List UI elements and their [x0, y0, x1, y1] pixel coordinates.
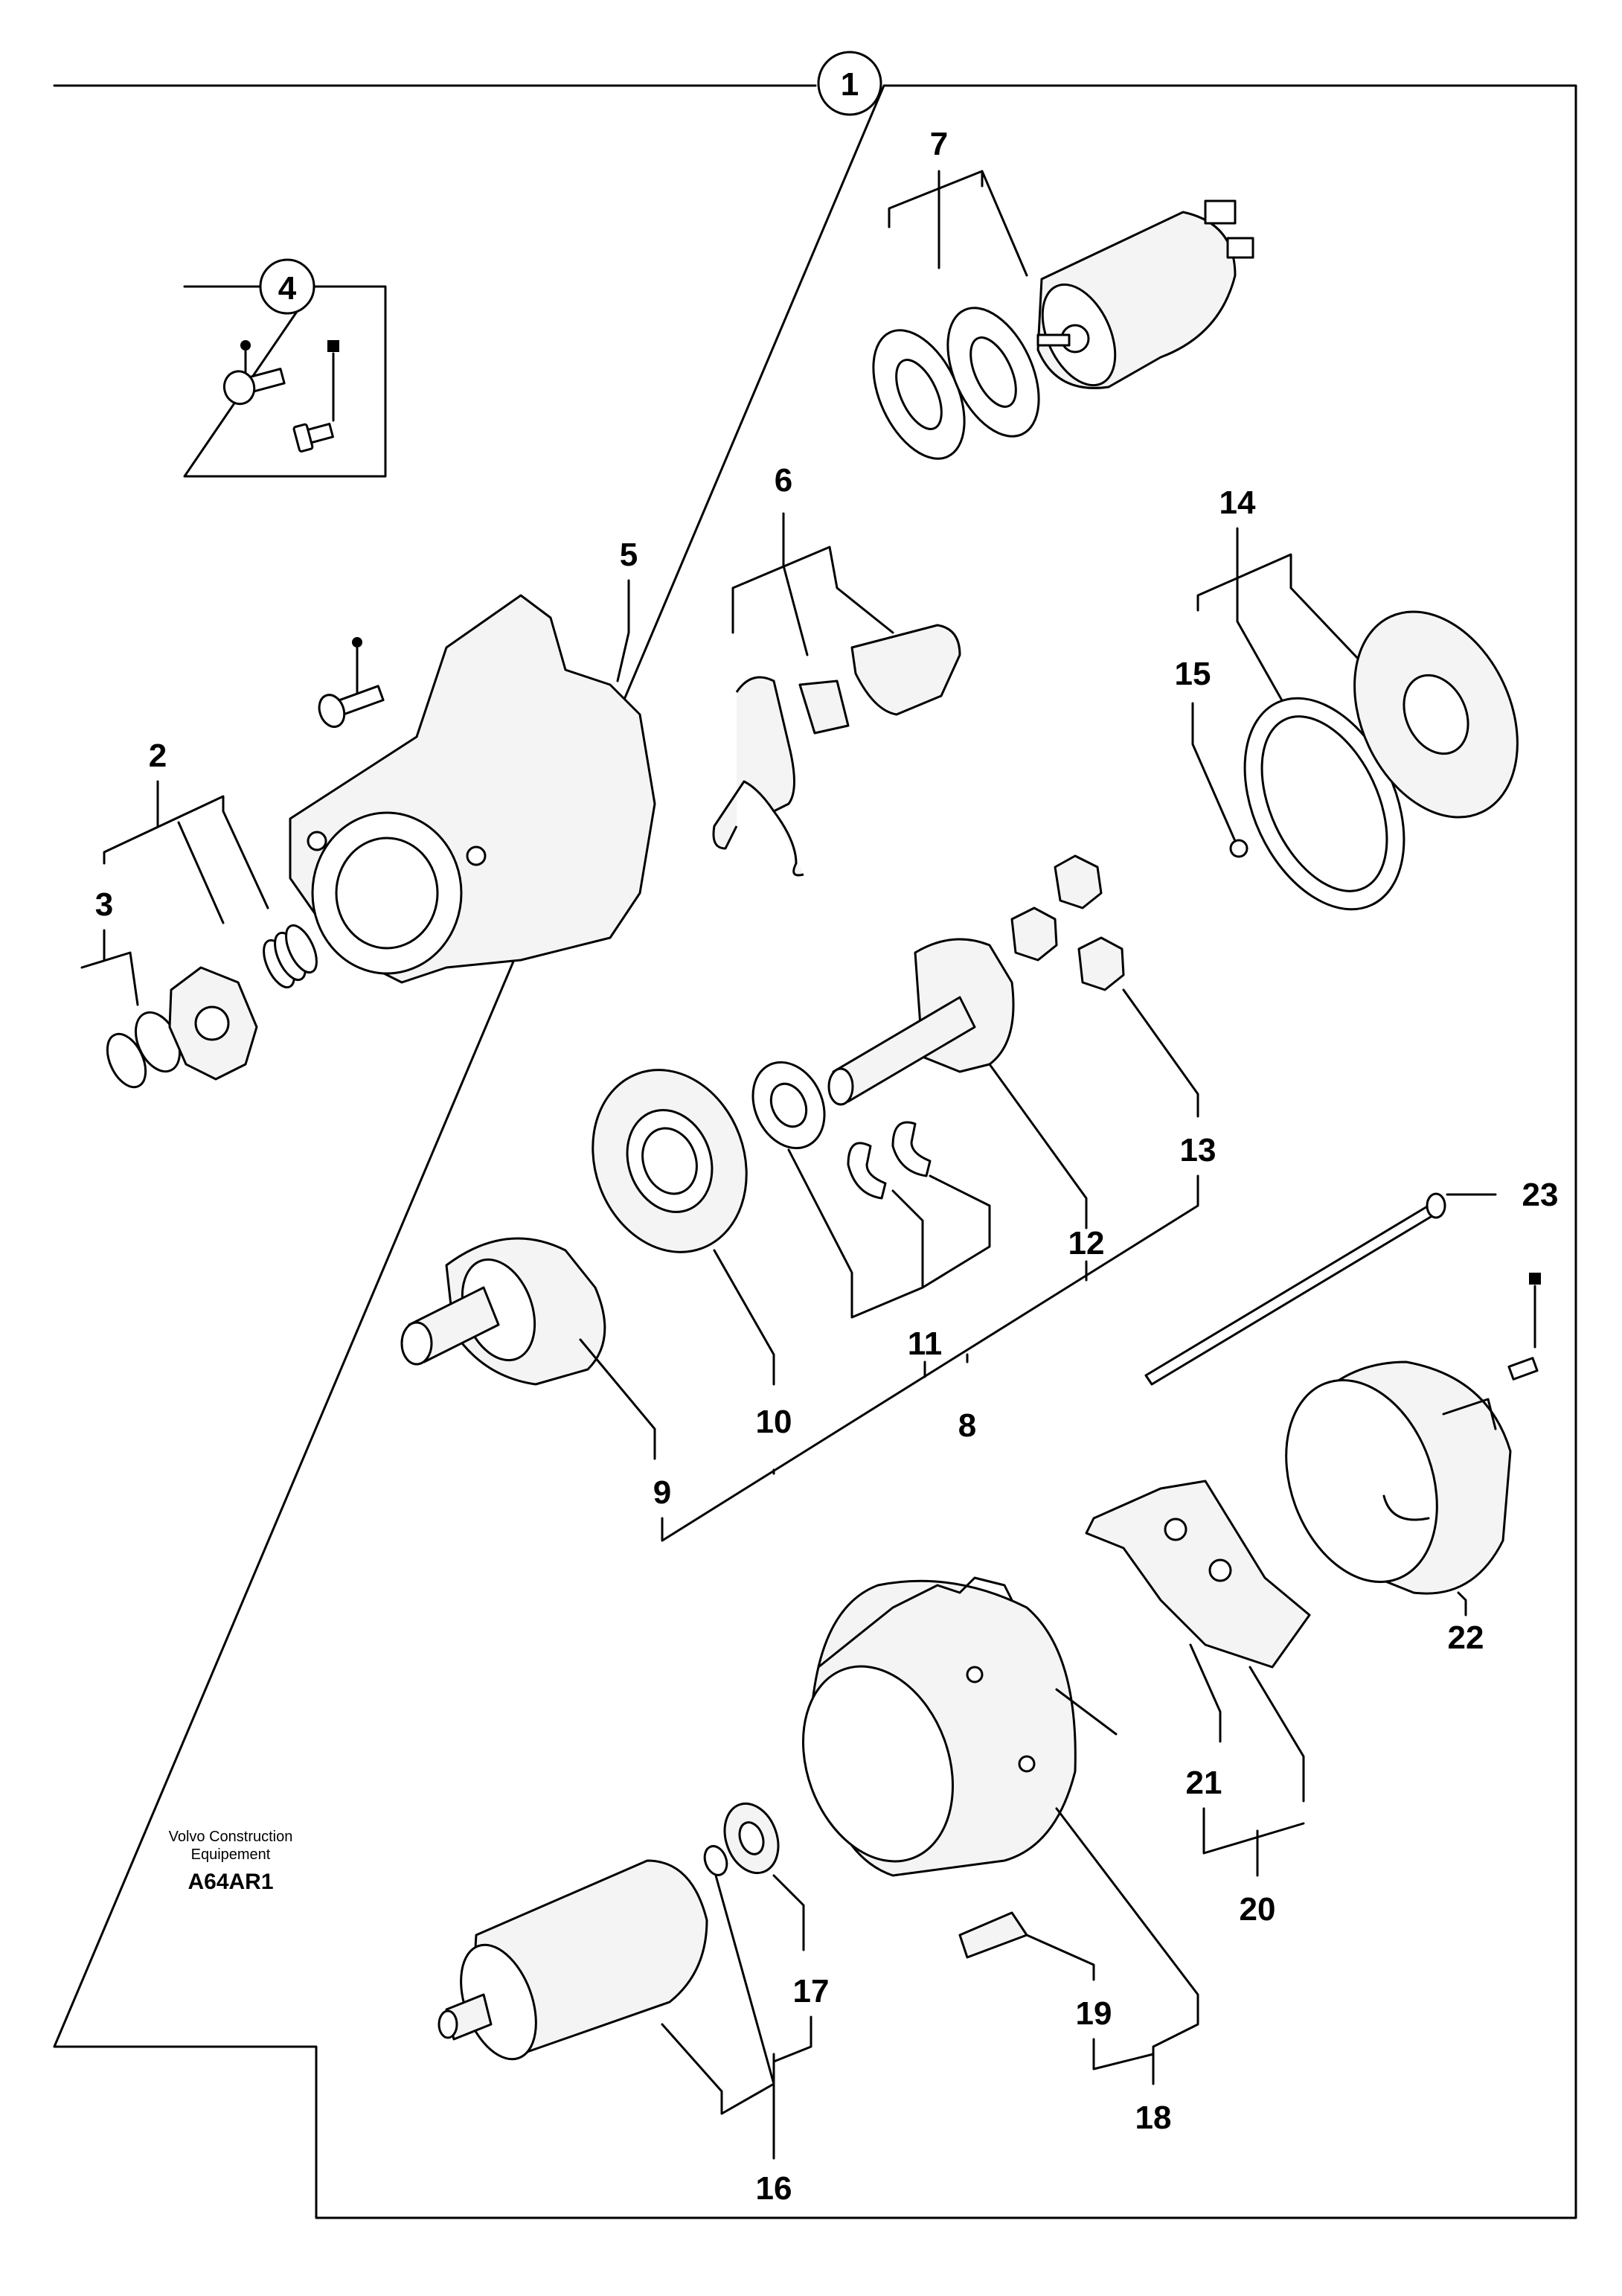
part-10-clutch-housing: 10: [592, 1069, 792, 1440]
svg-text:21: 21: [1186, 1765, 1222, 1801]
fastener-kit-box: 4: [183, 258, 387, 478]
part-12-planet-carrier: 12: [827, 938, 1105, 1261]
svg-text:11: 11: [908, 1326, 943, 1362]
svg-text:22: 22: [1448, 1619, 1484, 1656]
brand-text: Volvo Construction Equipement: [141, 1828, 320, 1864]
svg-text:3: 3: [95, 886, 113, 923]
part-20-21-brush-holder: 21 20: [1085, 1480, 1311, 1928]
svg-text:1: 1: [841, 66, 859, 103]
svg-text:18: 18: [1135, 2100, 1172, 2136]
part-11-clips-washer: 11: [751, 1061, 991, 1362]
svg-text:16: 16: [756, 2170, 792, 2207]
svg-text:17: 17: [793, 1973, 830, 2009]
part-7-solenoid-group: 7: [872, 126, 1254, 460]
svg-text:20: 20: [1240, 1891, 1276, 1928]
svg-text:23: 23: [1522, 1177, 1559, 1213]
drawing-code: A64AR1: [187, 1870, 274, 1894]
part-18-yoke: 18: [801, 1576, 1199, 2136]
svg-text:19: 19: [1076, 1995, 1112, 2032]
part-2-3-pinion-group: 2 3: [80, 738, 318, 1089]
svg-text:15: 15: [1175, 656, 1211, 692]
part-9-pinion-shaft: 9: [400, 1237, 671, 1511]
flange-bolt-part: [292, 423, 334, 453]
svg-text:13: 13: [1180, 1132, 1216, 1168]
end-cover-bolt: [1507, 1273, 1541, 1381]
svg-text:4: 4: [278, 270, 297, 307]
svg-text:12: 12: [1068, 1225, 1105, 1261]
part-13-planetary-gears: 13: [1010, 854, 1216, 1168]
svg-text:6: 6: [775, 462, 792, 499]
screw-part: [222, 368, 286, 406]
part-5-front-housing: 5: [289, 537, 656, 984]
part-8-bracket: 8: [661, 1174, 1199, 1542]
part-22-end-cover: 22: [1285, 1360, 1512, 1656]
return-spring: [263, 924, 318, 989]
svg-text:10: 10: [756, 1404, 792, 1440]
callout-1: 1: [817, 51, 882, 116]
svg-text:8: 8: [958, 1407, 976, 1444]
svg-text:7: 7: [930, 126, 948, 162]
part-14-15-cover-group: 14 15: [1175, 485, 1519, 911]
part-19-brush: 19: [958, 1911, 1155, 2070]
part-23-through-bolt: 23: [1144, 1177, 1559, 1386]
diagram-frame: [53, 84, 1577, 2219]
svg-text:9: 9: [653, 1474, 671, 1511]
svg-text:2: 2: [149, 738, 167, 774]
svg-text:5: 5: [620, 537, 638, 573]
part-16-17-armature-group: 17 16: [437, 1802, 830, 2207]
svg-text:14: 14: [1219, 485, 1256, 521]
brand-line-2: Equipement: [190, 1846, 271, 1863]
brand-line-1: Volvo Construction: [168, 1829, 293, 1845]
part-6-shift-lever-group: 6: [712, 462, 961, 877]
